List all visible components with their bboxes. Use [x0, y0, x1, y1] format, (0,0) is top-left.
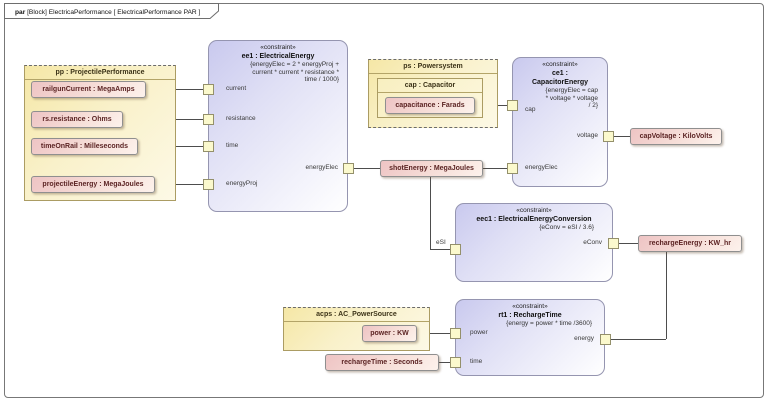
- constraint-ee1-name: ee1 : ElectricalEnergy: [241, 53, 315, 60]
- constraint-rt1[interactable]: «constraint» rt1 : RechargeTime {energy …: [455, 299, 605, 376]
- port-ee1-resistance[interactable]: [203, 114, 214, 125]
- constraint-ee1-stereotype: «constraint»: [260, 44, 296, 51]
- constraint-ee1[interactable]: «constraint» ee1 : ElectricalEnergy {ene…: [208, 40, 348, 212]
- constraint-ce1-name: ce1 : CapacitorEnergy: [531, 70, 589, 86]
- connector-shotenergy-esi-horizontal[interactable]: [430, 249, 450, 250]
- constraint-ce1-expr-line1: {energyElec = cap: [545, 87, 598, 94]
- port-ce1-voltage[interactable]: [603, 131, 614, 142]
- connector-rechargetime-time[interactable]: [439, 362, 450, 363]
- constraint-ce1-stereotype: «constraint»: [542, 61, 578, 68]
- value-cap-voltage[interactable]: capVoltage : KiloVolts: [630, 128, 722, 145]
- port-label-eec1-esi: eSI: [436, 239, 446, 246]
- diagram-name-label: [Block] ElectricaPerformance [ Electrica…: [25, 9, 201, 16]
- constraint-ee1-expr-line3: time / 1000}: [304, 76, 339, 83]
- constraint-rt1-expr-line1: {energy = power * time /3600}: [506, 320, 592, 327]
- port-ee1-time[interactable]: [203, 141, 214, 152]
- constraint-rt1-name: rt1 : RechargeTime: [498, 312, 562, 319]
- connector-econv-rechargeenergy[interactable]: [619, 243, 638, 244]
- value-capacitance[interactable]: capacitance : Farads: [385, 97, 475, 114]
- tab-shape: [4, 3, 219, 19]
- port-ee1-energyproj[interactable]: [203, 179, 214, 190]
- port-eec1-esi[interactable]: [450, 244, 461, 255]
- port-label-ee1-energyproj: energyProj: [226, 180, 258, 187]
- port-label-ee1-current: current: [226, 85, 247, 92]
- port-rt1-power[interactable]: [450, 328, 461, 339]
- connector-rechargeenergy-energy-horizontal[interactable]: [611, 339, 666, 340]
- port-ce1-cap[interactable]: [507, 100, 518, 111]
- value-time-on-rail[interactable]: timeOnRail : Milleseconds: [31, 138, 138, 155]
- connector-energyelec-shotenergy[interactable]: [354, 168, 380, 169]
- constraint-eec1-stereotype: «constraint»: [516, 207, 552, 214]
- port-rt1-energy[interactable]: [600, 334, 611, 345]
- port-label-eec1-econv: eConv: [583, 239, 602, 246]
- port-ce1-energyelec[interactable]: [507, 163, 518, 174]
- constraint-ee1-expr-line1: {energyElec = 2 * energyProj +: [250, 61, 339, 68]
- port-ee1-current[interactable]: [203, 84, 214, 95]
- constraint-ce1-expr-line2: * voltage * voltage: [545, 94, 598, 102]
- constraint-eec1-name: eec1 : ElectricalEnergyConversion: [476, 216, 592, 223]
- value-recharge-energy[interactable]: rechargeEnergy : KW_hr: [638, 235, 742, 252]
- connector-rechargeenergy-energy-vertical[interactable]: [666, 252, 667, 339]
- part-acps-name: acps : AC_PowerSource: [284, 308, 429, 322]
- connector-shotenergy-energyelec[interactable]: [483, 168, 507, 169]
- connector-power-power[interactable]: [417, 333, 450, 334]
- port-label-ee1-resistance: resistance: [226, 115, 256, 122]
- port-label-ce1-energyelec: energyElec: [525, 164, 558, 171]
- port-rt1-time[interactable]: [450, 357, 461, 368]
- constraint-eec1[interactable]: «constraint» eec1 : ElectricalEnergyConv…: [455, 203, 613, 282]
- part-ps-name: ps : Powersystem: [369, 60, 497, 74]
- port-label-ee1-time: time: [226, 142, 239, 149]
- part-pp-name: pp : ProjectilePerformance: [25, 66, 175, 80]
- connector-shotenergy-esi-vertical[interactable]: [430, 177, 431, 249]
- constraint-ce1-expr-line3: / 2}: [588, 102, 598, 109]
- port-label-ce1-voltage: voltage: [577, 132, 598, 139]
- value-projectile-energy[interactable]: projectileEnergy : MegaJoules: [31, 176, 155, 193]
- port-label-rt1-energy: energy: [574, 335, 594, 342]
- port-eec1-econv[interactable]: [608, 238, 619, 249]
- diagram-title: par [Block] ElectricaPerformance [ Elect…: [15, 9, 200, 16]
- value-shot-energy[interactable]: shotEnergy : MegaJoules: [380, 160, 483, 177]
- connector-projectileenergy-energyproj[interactable]: [155, 184, 203, 185]
- value-power[interactable]: power : KW: [362, 325, 417, 342]
- value-railgun-current[interactable]: railgunCurrent : MegaAmps: [31, 81, 146, 98]
- diagram-heading-tab[interactable]: par [Block] ElectricaPerformance [ Elect…: [4, 3, 220, 19]
- port-ee1-energyelec[interactable]: [343, 163, 354, 174]
- port-label-rt1-time: time: [470, 358, 483, 365]
- value-recharge-time[interactable]: rechargeTime : Seconds: [325, 354, 439, 371]
- constraint-ce1[interactable]: «constraint» ce1 : CapacitorEnergy {ener…: [512, 57, 608, 187]
- diagram-kind-label: par: [15, 9, 26, 16]
- value-rs-resistance[interactable]: rs.resistance : Ohms: [31, 111, 123, 128]
- part-cap-name: cap : Capacitor: [378, 79, 482, 93]
- constraint-eec1-expr-line1: {eConv = eSI / 3.6}: [539, 224, 594, 231]
- constraint-rt1-stereotype: «constraint»: [512, 303, 548, 310]
- port-label-ce1-cap: cap: [525, 106, 536, 113]
- port-label-ee1-energyelec: energyElec: [305, 164, 338, 171]
- connector-voltage-capvoltage[interactable]: [614, 136, 630, 137]
- constraint-ee1-expr-line2: current * current * resistance *: [252, 68, 339, 76]
- port-label-rt1-power: power: [470, 329, 488, 336]
